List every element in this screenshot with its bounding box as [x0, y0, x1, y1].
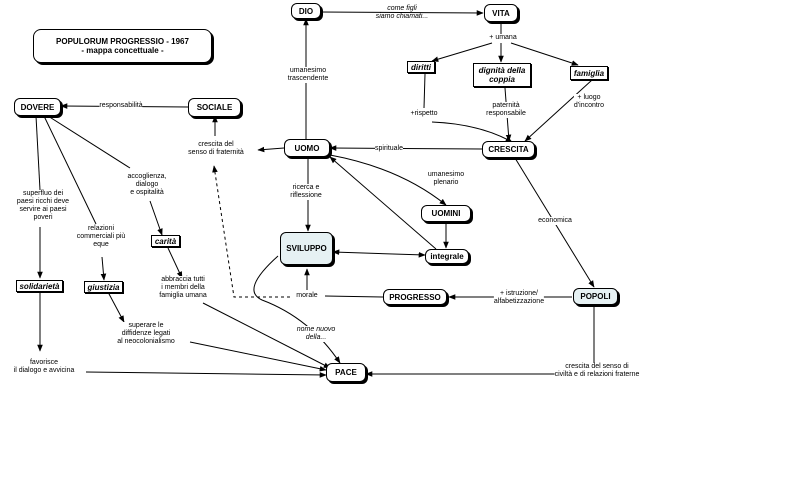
- label-relazioni: relazioni commerciali più eque: [76, 225, 126, 249]
- map-title-line2: - mappa concettuale -: [81, 46, 164, 55]
- edge-sviluppo-pace: [253, 255, 341, 364]
- edge-sviluppo-integrale: [332, 249, 426, 258]
- edge-dio-vita: [319, 10, 484, 16]
- label-superfluo: superfluo dei paesi ricchi deve servire …: [16, 190, 70, 222]
- node-dovere[interactable]: DOVERE: [14, 98, 61, 116]
- edge-uomo-fraternita: [257, 146, 285, 153]
- label-responsabilita: responsabilità: [99, 102, 143, 110]
- label-favorisce: favorisce il dialogo e avvicina: [13, 359, 75, 375]
- node-sviluppo[interactable]: SVILUPPO: [280, 232, 333, 265]
- node-popoli[interactable]: POPOLI: [573, 288, 618, 305]
- map-title: POPULORUM PROGRESSIO - 1967 - mappa conc…: [33, 29, 212, 63]
- edge-carita-abbraccia: [167, 247, 183, 279]
- edge-uomo-uomini: [329, 154, 447, 206]
- label-abbraccia: abbraccia tutti i membri della famiglia …: [159, 276, 207, 300]
- node-uomini[interactable]: UOMINI: [421, 205, 471, 222]
- label-superare: superare le diffidenze legati al neocolo…: [117, 322, 175, 346]
- label-economica: economica: [538, 217, 572, 225]
- node-crescita[interactable]: CRESCITA: [482, 141, 535, 158]
- edge-rispetto-crescita: [431, 121, 513, 143]
- edge-split-diritti: [431, 42, 493, 62]
- label-nome-nuovo: nome nuovo della...: [296, 326, 336, 342]
- node-dignita[interactable]: dignità della coppia: [473, 63, 531, 87]
- edge-split-famiglia: [510, 42, 579, 66]
- label-morale: morale: [296, 292, 318, 300]
- node-dio[interactable]: DIO: [291, 3, 321, 19]
- node-giustizia[interactable]: giustizia: [84, 281, 123, 293]
- node-famiglia[interactable]: famiglia: [570, 66, 608, 80]
- edge-integrale-uomo: [329, 156, 437, 250]
- node-integrale[interactable]: integrale: [425, 249, 469, 264]
- node-carita[interactable]: carità: [151, 235, 180, 247]
- edge-giustizia-superare: [107, 291, 125, 323]
- edge-progresso-morale: [324, 295, 384, 298]
- edge-dovere-superfluo: [35, 115, 41, 191]
- label-piu-luogo: + luogo d'incontro: [573, 94, 605, 110]
- map-title-line1: POPULORUM PROGRESSIO - 1967: [56, 37, 189, 46]
- label-piu-rispetto: +rispetto: [410, 110, 438, 118]
- edge-crescita-uomo: [329, 145, 483, 151]
- label-spirituale: spirituale: [374, 145, 404, 153]
- node-progresso[interactable]: PROGRESSO: [383, 289, 447, 305]
- edge-favorisce-pace: [85, 371, 327, 378]
- edge-progresso-fraternita-dashed: [212, 165, 290, 298]
- edge-superare-pace: [189, 341, 327, 372]
- label-crescita-civilta: crescita del senso di civiltà e di relaz…: [554, 363, 640, 379]
- edge-relazioni-giustizia: [100, 256, 107, 281]
- label-piu-umana: + umana: [489, 34, 517, 41]
- edge-abbraccia-pace: [202, 302, 331, 369]
- node-diritti[interactable]: diritti: [407, 61, 435, 73]
- node-vita[interactable]: VITA: [484, 4, 518, 22]
- edge-accoglienza-carita: [149, 200, 163, 236]
- edge-famiglia-crescita: [524, 79, 593, 142]
- label-crescita-fraternita: crescita del senso di fraternità: [188, 141, 244, 156]
- label-umanesimo-trascendente: umanesimo trascendente: [287, 67, 329, 83]
- node-solidarieta[interactable]: solidarietà: [16, 280, 63, 292]
- label-accoglienza: accoglienza, dialogo e ospitalità: [127, 173, 167, 197]
- label-istruzione: + istruzione/ alfabetizzazione: [493, 290, 545, 306]
- node-pace[interactable]: PACE: [326, 363, 366, 382]
- edge-diritti-rispetto: [423, 73, 426, 109]
- node-sociale[interactable]: SOCIALE: [188, 98, 241, 117]
- node-uomo[interactable]: UOMO: [284, 139, 330, 157]
- label-umanesimo-plenario: umanesimo plenario: [427, 171, 465, 187]
- label-paternita: paternità responsabile: [486, 102, 526, 118]
- label-come-figli: come figli siamo chiamati...: [375, 5, 429, 20]
- edge-dovere-accoglienza: [47, 115, 131, 169]
- edge-dovere-relazioni: [43, 115, 97, 225]
- label-ricerca: ricerca e riflessione: [290, 184, 322, 200]
